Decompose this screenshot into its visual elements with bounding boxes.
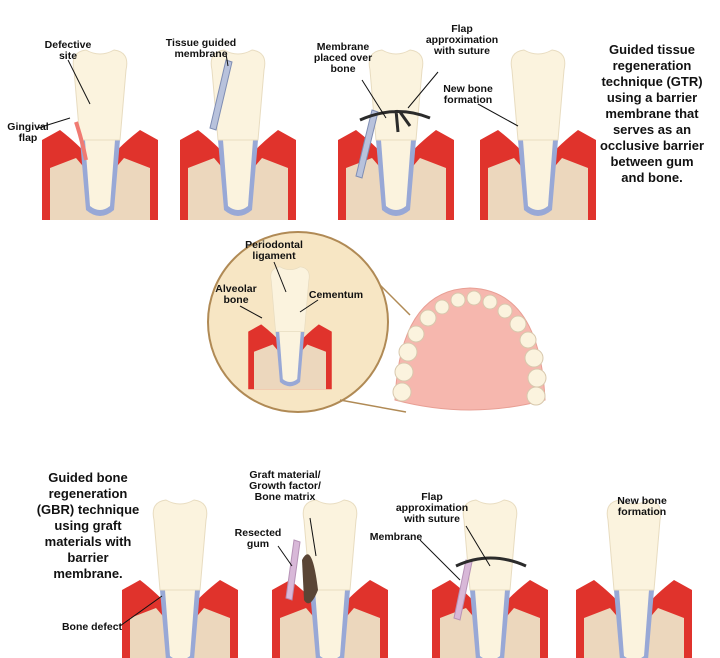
gtr-panel-1-tooth	[41, 49, 159, 221]
gtr-panel-3-tooth	[337, 49, 455, 221]
gtr-panel-4-tooth	[479, 49, 597, 221]
label-membrane-bottom: Membrane	[369, 531, 423, 543]
label-alveolar-bone: Alveolar bone	[215, 283, 257, 306]
label-resected-gum: Resected gum	[234, 527, 282, 550]
label-flap-approximation-bottom: Flap approximation with suture	[395, 491, 469, 525]
label-graft-material: Graft material/ Growth factor/ Bone matr…	[249, 469, 321, 503]
label-periodontal-ligament: Periodontal ligament	[245, 239, 303, 262]
label-cementum: Cementum	[308, 289, 364, 301]
gbr-panel-2-resected-gum	[285, 539, 301, 601]
gbr-panel-2-graft	[302, 554, 318, 604]
magnifier-connector	[339, 284, 411, 413]
label-new-bone-formation-top: New bone formation	[443, 83, 493, 106]
label-membrane-placed-over-bone: Membrane placed over bone	[313, 41, 373, 75]
gtr-description: Guided tissue regeneration technique (GT…	[599, 42, 705, 185]
label-tissue-guided-membrane: Tissue guided membrane	[165, 37, 237, 60]
gbr-panel-3-suture	[455, 556, 527, 568]
gtr-panel-3-membrane	[355, 109, 379, 179]
label-new-bone-formation-bottom: New bone formation	[617, 495, 667, 518]
label-gingival-flap: Gingival flap	[7, 121, 49, 144]
gtr-panel-3-suture	[359, 109, 431, 133]
label-flap-approximation-top: Flap approximation with suture	[425, 23, 499, 57]
gtr-panel-2-tooth	[179, 49, 297, 221]
gtr-defect-marker	[74, 121, 88, 161]
label-defective-site: Defective site	[44, 39, 92, 62]
label-bone-defect: Bone defect	[61, 621, 123, 633]
gtr-panel-2-membrane	[209, 59, 233, 131]
leader-lines	[37, 53, 519, 627]
gbr-panel-4-tooth	[575, 499, 693, 658]
gbr-description: Guided bone regeneration (GBR) technique…	[36, 470, 140, 581]
palate-arch	[392, 287, 547, 411]
